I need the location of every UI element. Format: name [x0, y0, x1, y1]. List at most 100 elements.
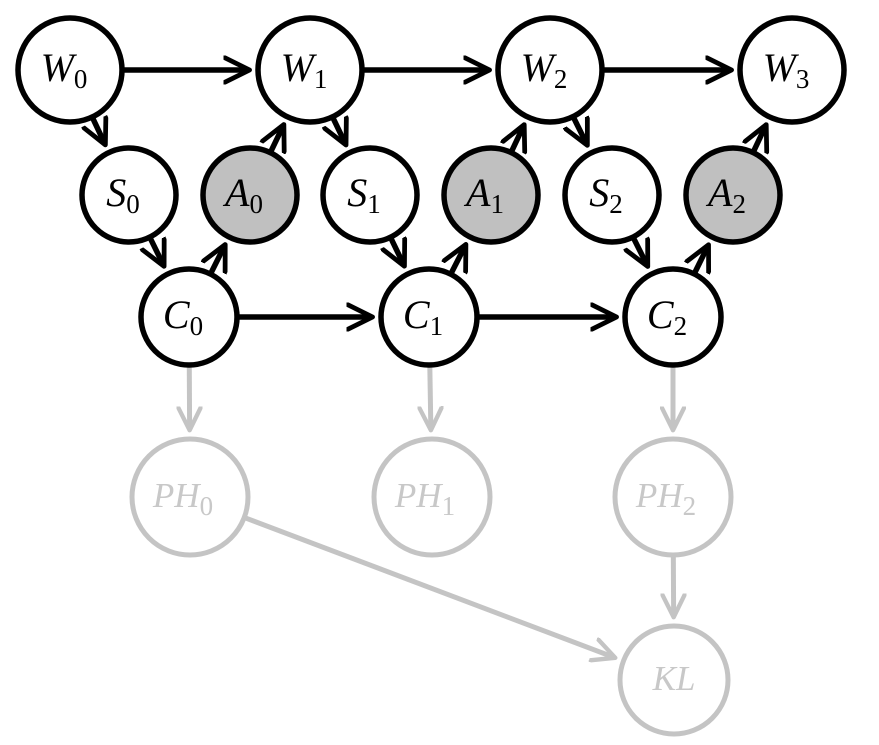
node-w1[interactable]: W1 [255, 15, 365, 125]
edge-w2-to-s2 [574, 118, 586, 142]
node-circle-c0[interactable] [138, 266, 240, 368]
edge-s2-to-c2 [634, 239, 646, 263]
node-label-subscript: 0 [249, 189, 263, 219]
node-label-subscript: 1 [314, 64, 328, 94]
node-label-subscript: 2 [732, 189, 746, 219]
node-label-base: PH [152, 476, 201, 515]
node-label-base: S [347, 170, 367, 215]
node-circle-ph1[interactable] [371, 436, 493, 558]
node-circle-c1[interactable] [378, 266, 480, 368]
node-circle-a1[interactable] [441, 145, 541, 245]
node-label-ph2: PH2 [635, 476, 696, 521]
node-label-base: S [589, 170, 609, 215]
node-s1[interactable]: S1 [320, 145, 420, 245]
node-label-subscript: 3 [796, 64, 810, 94]
node-a2[interactable]: A2 [683, 145, 783, 245]
node-circle-w0[interactable] [15, 15, 125, 125]
node-label-subscript: 2 [674, 311, 688, 341]
node-circle-a2[interactable] [683, 145, 783, 245]
node-label-subscript: 2 [554, 64, 568, 94]
node-label-base: PH [635, 476, 684, 515]
node-label-base: W [281, 45, 318, 90]
node-label-s0: S0 [106, 170, 140, 219]
node-label-base: A [463, 170, 491, 215]
node-label-subscript: 1 [430, 311, 444, 341]
node-label-subscript: 1 [490, 189, 504, 219]
edge-c1-to-a1 [452, 248, 465, 273]
node-w2[interactable]: W2 [495, 15, 605, 125]
node-label-subscript: 1 [367, 189, 381, 219]
node-circle-kl[interactable] [617, 623, 731, 737]
node-s2[interactable]: S2 [562, 145, 662, 245]
edge-a0-to-w1 [271, 128, 282, 151]
node-w3[interactable]: W3 [737, 15, 847, 125]
node-label-c0: C0 [163, 292, 203, 341]
edge-c2-to-a2 [695, 248, 707, 272]
node-label-a0: A0 [222, 170, 263, 219]
node-label-base: KL [652, 659, 696, 698]
node-label-kl: KL [652, 659, 696, 698]
node-circle-s2[interactable] [562, 145, 662, 245]
node-circle-w3[interactable] [737, 15, 847, 125]
node-circle-ph0[interactable] [129, 436, 251, 558]
node-circle-w2[interactable] [495, 15, 605, 125]
edge-s1-to-c1 [391, 239, 403, 263]
node-label-subscript: 0 [74, 64, 88, 94]
node-a0[interactable]: A0 [200, 145, 300, 245]
node-label-base: PH [394, 476, 443, 515]
node-label-ph1: PH1 [394, 476, 455, 521]
node-label-base: C [647, 292, 675, 337]
node-label-c1: C1 [403, 292, 443, 341]
node-s0[interactable]: S0 [79, 145, 179, 245]
node-ph2[interactable]: PH2 [612, 436, 734, 558]
node-circle-c2[interactable] [622, 266, 724, 368]
node-c1[interactable]: C1 [378, 266, 480, 368]
node-label-base: W [41, 45, 78, 90]
node-label-s2: S2 [589, 170, 623, 219]
edge-a1-to-w2 [512, 128, 523, 151]
node-label-w2: W2 [521, 45, 568, 94]
node-ph1[interactable]: PH1 [371, 436, 493, 558]
node-a1[interactable]: A1 [441, 145, 541, 245]
node-circle-w1[interactable] [255, 15, 365, 125]
node-label-c2: C2 [647, 292, 687, 341]
node-label-base: A [222, 170, 250, 215]
node-circle-ph2[interactable] [612, 436, 734, 558]
node-c0[interactable]: C0 [138, 266, 240, 368]
edge-c0-to-a0 [211, 248, 223, 273]
node-label-subscript: 2 [683, 491, 697, 521]
node-w0[interactable]: W0 [15, 15, 125, 125]
edge-layer [93, 70, 765, 657]
node-label-base: S [106, 170, 126, 215]
node-label-subscript: 1 [442, 491, 456, 521]
node-label-a1: A1 [463, 170, 504, 219]
edge-a2-to-w3 [754, 128, 765, 151]
node-label-base: W [763, 45, 800, 90]
node-label-base: C [163, 292, 191, 337]
node-c2[interactable]: C2 [622, 266, 724, 368]
node-label-ph0: PH0 [152, 476, 213, 521]
edge-c1-to-ph1 [430, 366, 431, 427]
node-label-subscript: 0 [190, 311, 204, 341]
node-label-subscript: 2 [609, 189, 623, 219]
node-label-subscript: 0 [126, 189, 140, 219]
node-circle-s1[interactable] [320, 145, 420, 245]
node-circle-a0[interactable] [200, 145, 300, 245]
edge-w1-to-s1 [333, 119, 344, 142]
node-label-base: A [705, 170, 733, 215]
node-label-w1: W1 [281, 45, 328, 94]
edge-w0-to-s0 [93, 119, 104, 142]
edge-s0-to-c0 [151, 239, 163, 263]
node-label-base: W [521, 45, 558, 90]
node-label-subscript: 0 [200, 491, 214, 521]
edge-ph0-to-kl [245, 515, 612, 656]
node-label-s1: S1 [347, 170, 381, 219]
node-label-base: C [403, 292, 431, 337]
node-circle-s0[interactable] [79, 145, 179, 245]
node-label-w3: W3 [763, 45, 810, 94]
node-ph0[interactable]: PH0 [129, 436, 251, 558]
node-kl[interactable]: KL [617, 623, 731, 737]
